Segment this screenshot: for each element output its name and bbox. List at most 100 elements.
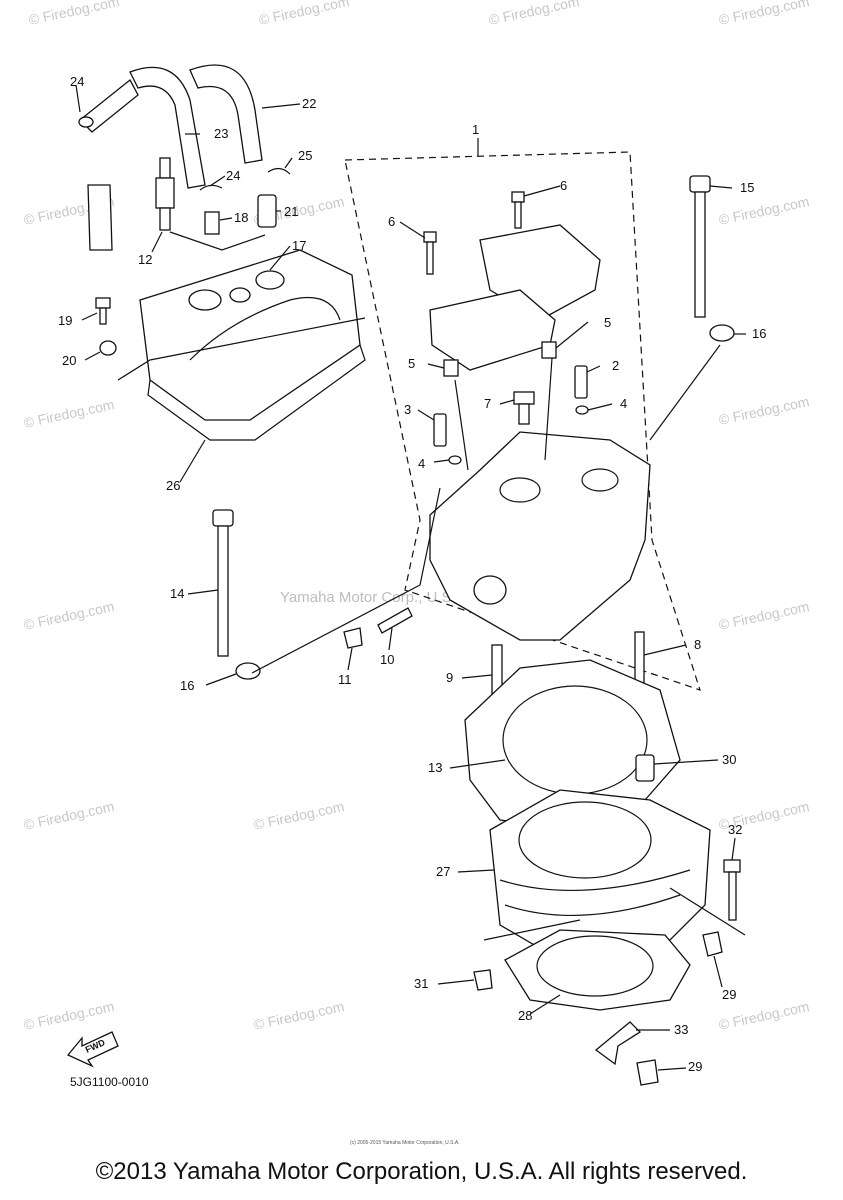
callout-16: 16	[180, 678, 194, 693]
dowel-5	[443, 359, 459, 377]
watermark-text: © Firedog.com	[717, 0, 810, 28]
callout-11: 11	[338, 672, 352, 687]
diagram-code: 5JG1100-0010	[70, 1075, 149, 1089]
hose-22	[189, 64, 263, 164]
plug-hole	[188, 289, 222, 311]
watermark-text: © Firedog.com	[717, 998, 810, 1033]
head-port	[499, 477, 541, 503]
callout-24: 24	[226, 168, 240, 183]
washer-20	[99, 340, 117, 356]
plug-3	[433, 413, 447, 447]
spark-plug	[155, 157, 175, 231]
head-gasket	[464, 659, 681, 831]
bracket-33	[594, 1021, 642, 1066]
callout-22: 22	[302, 96, 316, 111]
cylinder	[489, 789, 711, 961]
o-ring-4	[448, 455, 462, 465]
callout-32: 32	[728, 822, 742, 837]
watermark-text: © Firedog.com	[717, 393, 810, 428]
callout-26: 26	[166, 478, 180, 493]
callout-31: 31	[414, 976, 428, 991]
head-body	[429, 431, 651, 641]
callout-14: 14	[170, 586, 184, 601]
pipe-21	[257, 194, 277, 228]
callout-10: 10	[380, 652, 394, 667]
watermark-text: © Firedog.com	[22, 396, 115, 431]
fwd-arrow-icon: FWD	[66, 1031, 119, 1068]
callout-1: 1	[472, 122, 479, 137]
callout-5: 5	[604, 315, 611, 330]
callout-20: 20	[62, 353, 76, 368]
dowel-30	[635, 754, 655, 782]
cylinder-fin	[499, 869, 691, 891]
plug-thread	[159, 207, 171, 231]
watermark-text: © Firedog.com	[252, 798, 345, 833]
watermark-text: © Firedog.com	[22, 798, 115, 833]
washer-16	[709, 324, 735, 342]
plug-2	[574, 365, 588, 399]
watermark-text: © Firedog.com	[717, 598, 810, 633]
dowel-5	[541, 341, 557, 359]
stud-15-head	[689, 175, 711, 193]
watermark-center: Yamaha Motor Corp., U.S.A.	[280, 589, 470, 606]
callout-8: 8	[694, 637, 701, 652]
stud-14-shaft	[217, 525, 229, 657]
cover-body	[139, 249, 361, 421]
nut-29	[636, 1059, 659, 1086]
callout-25: 25	[298, 148, 312, 163]
stud-8	[634, 631, 645, 685]
small-print: (c) 2005-2015 Yamaha Motor Corporation, …	[350, 1140, 460, 1146]
callout-7: 7	[484, 396, 491, 411]
callout-17: 17	[292, 238, 306, 253]
base-gasket	[504, 929, 691, 1011]
bolt-7-shaft	[518, 403, 530, 425]
watermark-text: © Firedog.com	[22, 998, 115, 1033]
callout-21: 21	[284, 204, 298, 219]
callout-4: 4	[620, 396, 627, 411]
callout-4: 4	[418, 456, 425, 471]
plug-body	[155, 177, 175, 209]
breather-port	[255, 270, 285, 290]
bolt-7-head	[513, 391, 535, 405]
cylinder-bore	[518, 801, 652, 879]
callout-12: 12	[138, 252, 152, 267]
pipe-18	[204, 211, 220, 235]
assembly-boundary	[344, 151, 701, 691]
bolt-6	[511, 191, 525, 203]
nut-29	[702, 931, 723, 957]
bolt-19-shaft	[99, 307, 107, 325]
watermark-text: © Firedog.com	[252, 998, 345, 1033]
clip-24	[199, 184, 223, 191]
nut-31	[473, 969, 493, 991]
copyright-notice: ©2013 Yamaha Motor Corporation, U.S.A. A…	[95, 1158, 748, 1185]
callout-3: 3	[404, 402, 411, 417]
callout-33: 33	[674, 1022, 688, 1037]
callout-2: 2	[612, 358, 619, 373]
callout-5: 5	[408, 356, 415, 371]
callout-23: 23	[214, 126, 228, 141]
hose-lower	[87, 184, 113, 251]
callout-30: 30	[722, 752, 736, 767]
gasket-bore	[536, 935, 654, 997]
callout-6: 6	[388, 214, 395, 229]
o-ring-4	[575, 405, 589, 415]
watermark-text: © Firedog.com	[22, 598, 115, 633]
plug-terminal	[159, 157, 171, 179]
breather-hoses	[78, 64, 263, 251]
callout-28: 28	[518, 1008, 532, 1023]
head-port	[581, 468, 619, 492]
bolt-6-shaft	[514, 201, 522, 229]
stud-15-shaft	[694, 191, 706, 318]
callout-19: 19	[58, 313, 72, 328]
callout-9: 9	[446, 670, 453, 685]
cover-port	[229, 287, 251, 303]
head-cover	[139, 249, 366, 441]
watermark-text: © Firedog.com	[27, 0, 120, 28]
bolt-32-head	[723, 859, 741, 873]
washer-16	[235, 662, 261, 680]
callout-16: 16	[752, 326, 766, 341]
hose-opening	[78, 116, 94, 128]
callout-29: 29	[688, 1059, 702, 1074]
callout-27: 27	[436, 864, 450, 879]
